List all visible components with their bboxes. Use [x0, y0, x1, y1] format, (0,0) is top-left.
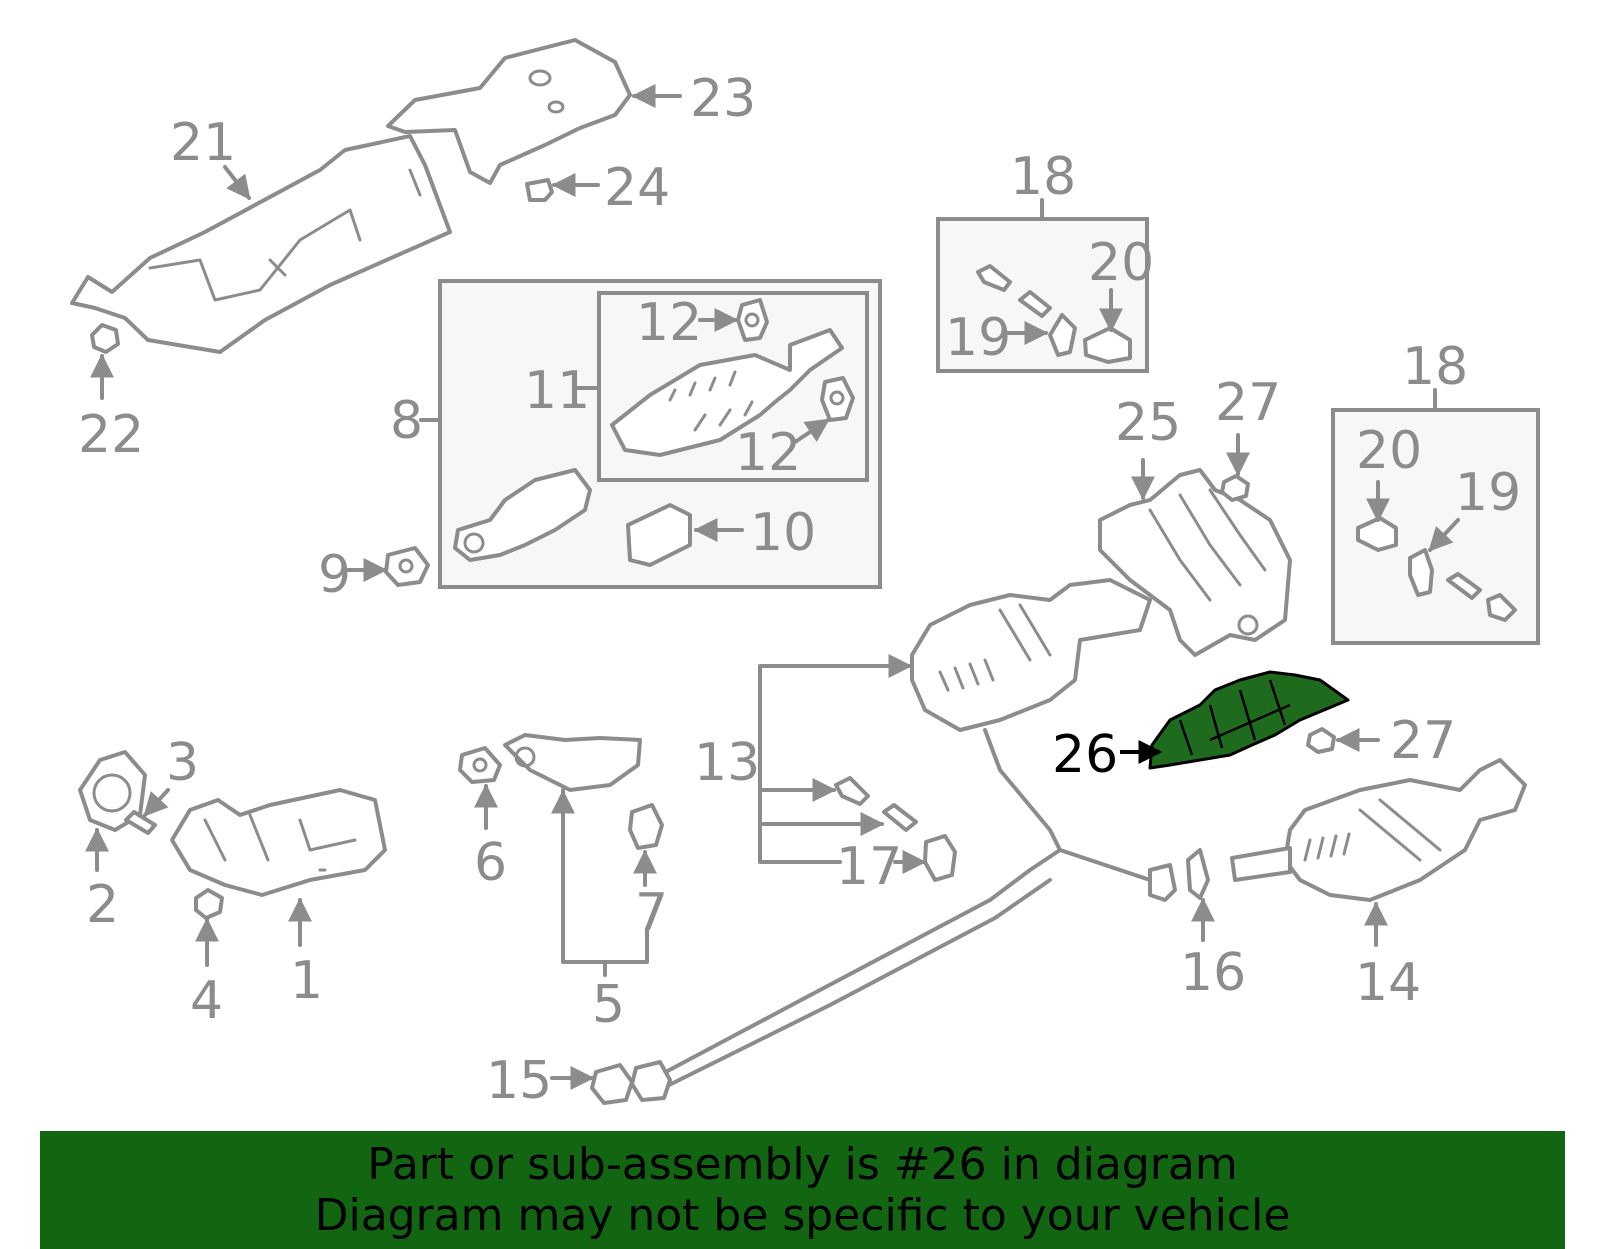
leader-5-bracket [561, 788, 649, 977]
converter-11 [610, 328, 844, 457]
heat-shield-26-ribs [1178, 679, 1291, 756]
stud-3 [124, 810, 157, 835]
heat-shield-21-detail [148, 168, 422, 302]
muffler-14 [1283, 758, 1527, 902]
callout-17: 17 [836, 837, 902, 897]
converter-8-flange-hole [463, 532, 485, 554]
hanger-17 [923, 834, 957, 882]
front-pipe-15 [658, 728, 1152, 1077]
heat-shield-25 [1098, 468, 1292, 657]
callout-20-right: 20 [1356, 421, 1422, 481]
heat-shield-25-ribs [1148, 488, 1267, 602]
front-pipe-15-inner [653, 878, 1052, 1094]
hanger-7 [628, 803, 664, 850]
callout-23: 23 [690, 69, 756, 129]
heat-shield-23-hole [547, 100, 565, 114]
callout-19-upper: 19 [945, 308, 1011, 368]
converter-8 [453, 468, 592, 562]
callout-21: 21 [170, 113, 236, 173]
leader-13-bracket [758, 664, 910, 864]
callout-24: 24 [604, 158, 670, 218]
callout-11: 11 [524, 361, 590, 421]
flange-center [1148, 863, 1177, 902]
callout-20-upper: 20 [1088, 233, 1154, 293]
flange-15b [630, 1060, 672, 1102]
callout-1: 1 [290, 951, 323, 1011]
leader-19b [1428, 518, 1460, 552]
gasket-12-lower [820, 376, 855, 422]
callout-9: 9 [318, 545, 351, 605]
callout-22: 22 [78, 405, 144, 465]
clamp-10 [626, 503, 692, 567]
callout-27-lower: 27 [1390, 711, 1456, 771]
heat-shield-23 [386, 38, 632, 185]
nut-27-upper [1220, 474, 1250, 502]
manifold-converter-1-detail [203, 813, 357, 872]
converter-5-flange-hole [514, 746, 536, 768]
callout-12-lower: 12 [735, 423, 801, 483]
callout-27-upper: 27 [1215, 373, 1281, 433]
bushing-kit-upper [1018, 290, 1052, 318]
callout-2: 2 [86, 875, 119, 935]
notice-line-part: Part or sub-assembly is #26 in diagram [367, 1139, 1238, 1190]
callout-4: 4 [190, 971, 223, 1031]
callout-7: 7 [635, 883, 668, 943]
bolt-24 [525, 178, 554, 202]
hanger-19-right [1408, 548, 1434, 597]
gasket-12-upper-hole [744, 312, 760, 328]
bolt-13 [834, 776, 870, 806]
gasket-6-hole [472, 757, 488, 773]
nut-22 [90, 323, 120, 354]
gasket-2 [78, 750, 147, 832]
notice-line-disclaimer: Diagram may not be specific to your vehi… [314, 1190, 1291, 1241]
bushing-13 [882, 803, 918, 832]
gasket-16 [1186, 848, 1210, 900]
gasket-12-upper [736, 298, 769, 342]
tailpipe-14 [1230, 846, 1292, 882]
bushing-kit-right [1446, 572, 1482, 600]
callout-8: 8 [390, 391, 423, 451]
muffler-14-ribs [1303, 798, 1442, 862]
callout-26[interactable]: 26 [1052, 725, 1118, 785]
nut-4 [194, 888, 224, 920]
muffler-13-ribs [938, 603, 1052, 692]
callout-16: 16 [1180, 943, 1246, 1003]
hanger-19-upper [1048, 313, 1077, 357]
callout-25: 25 [1115, 393, 1181, 453]
gasket-9-hole [398, 558, 414, 574]
leader-12b [793, 418, 830, 444]
leader-3 [143, 788, 170, 817]
callout-19-right: 19 [1455, 463, 1521, 523]
heat-shield-23-hole [528, 69, 552, 87]
bolt-kit-upper [976, 264, 1012, 292]
notice-banner: Part or sub-assembly is #26 in diagram D… [40, 1131, 1565, 1249]
gasket-12-lower-hole [829, 390, 845, 406]
callout-10: 10 [750, 503, 816, 563]
gasket-2-hole [92, 773, 132, 813]
callout-5: 5 [592, 975, 625, 1035]
converter-11-ribs [668, 370, 754, 432]
bolt-kit-right [1486, 593, 1517, 622]
heat-shield-21 [70, 134, 452, 354]
converter-5 [503, 733, 642, 792]
muffler-13 [910, 578, 1152, 732]
callout-15: 15 [486, 1051, 552, 1111]
manifold-converter-1 [170, 788, 387, 897]
flange-15 [590, 1063, 634, 1105]
leader-21 [223, 165, 251, 200]
callout-13: 13 [694, 733, 760, 793]
callout-12-upper: 12 [636, 293, 702, 353]
gasket-9 [384, 546, 430, 587]
callout-14: 14 [1355, 953, 1421, 1013]
callout-6: 6 [474, 833, 507, 893]
callout-18-right: 18 [1402, 337, 1468, 397]
gasket-6 [458, 746, 502, 784]
callout-18-upper: 18 [1010, 147, 1076, 207]
nut-27-lower [1306, 727, 1336, 754]
callout-3: 3 [166, 733, 199, 793]
heat-shield-25-hole [1237, 614, 1259, 636]
